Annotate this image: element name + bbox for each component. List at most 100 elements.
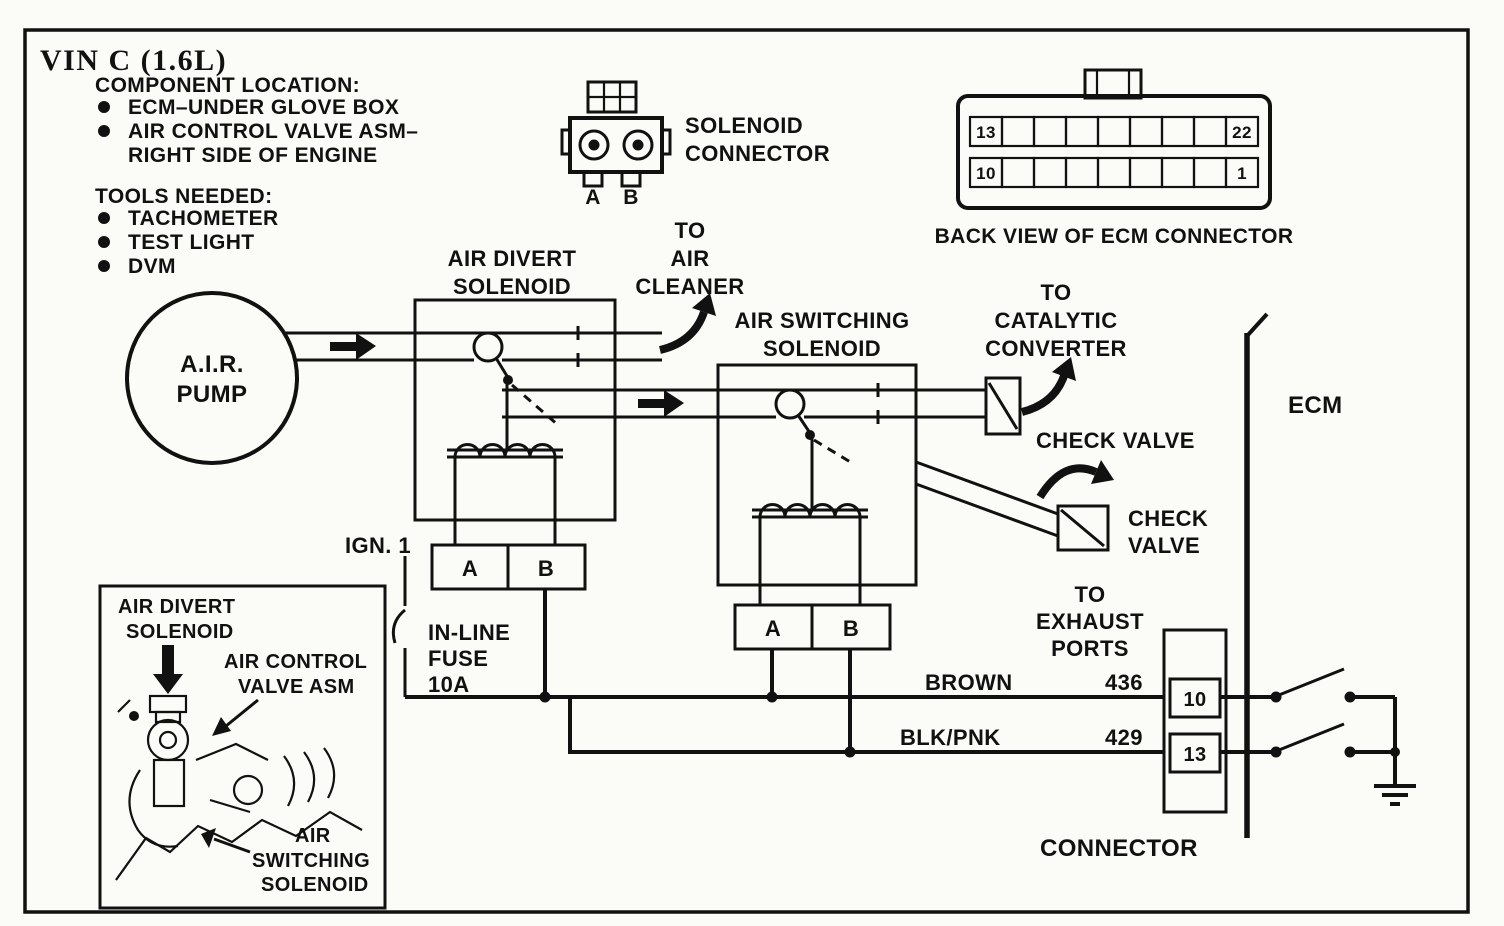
page-border xyxy=(23,28,1470,914)
ecm-connector-back-view: 13 22 10 1 BACK VIEW OF ECM CONNECTOR xyxy=(935,68,1294,248)
inset-switching-label-3: SOLENOID xyxy=(261,874,369,896)
engine-sketch xyxy=(115,694,363,881)
junction-dot xyxy=(844,746,856,758)
fuse-label-2: FUSE xyxy=(428,646,488,671)
connector-shell xyxy=(1162,628,1228,814)
exhaust-label-3: PORTS xyxy=(1051,636,1129,661)
air-switching-solenoid: AIR SWITCHING SOLENOID A B xyxy=(716,308,918,651)
inset-control-label-1: AIR CONTROL xyxy=(224,651,367,673)
divert-box xyxy=(413,298,617,522)
air-cleaner-arrowhead-icon xyxy=(692,293,716,316)
terminal-b-icon xyxy=(622,129,654,161)
solenoid-pin-b-label: B xyxy=(623,186,639,209)
fuse-label-3: 10A xyxy=(428,672,470,697)
divert-valve-pivot xyxy=(472,331,504,363)
wire-blkpnk-429 xyxy=(568,697,1170,754)
catalytic-converter-branch: TO CATALYTIC CONVERTER CHECK VALVE xyxy=(984,280,1195,453)
ecm-pin-10-top: 10 xyxy=(976,164,996,183)
air-cleaner-label-2: AIR xyxy=(670,246,709,271)
wire-blkpnk-circuit: 429 xyxy=(1105,725,1143,750)
ign-switch-symbol xyxy=(391,608,406,644)
check-valve-2-arrow xyxy=(1036,464,1098,500)
divert-title-1: AIR DIVERT xyxy=(448,246,577,271)
driver-switch-2 xyxy=(1278,722,1345,752)
air-cleaner-arrow xyxy=(658,310,708,354)
switching-valve-flap-dashed xyxy=(813,438,853,465)
divert-terminal-a-label: A xyxy=(462,556,478,581)
ground-symbol-icon xyxy=(1374,784,1416,806)
ecm-pin-13-top: 13 xyxy=(976,123,996,142)
divert-title-2: SOLENOID xyxy=(453,274,571,299)
air-cleaner-label-3: CLEANER xyxy=(635,274,744,299)
inset-switching-label-2: SWITCHING xyxy=(252,850,370,872)
air-pump-label-1: A.I.R. xyxy=(180,351,244,378)
tool-item-1: TACHOMETER xyxy=(128,207,279,230)
solenoid-connector-label-1: SOLENOID xyxy=(685,113,803,138)
bullet-icon xyxy=(98,236,110,248)
solenoid-connector-icon: A B SOLENOID CONNECTOR xyxy=(560,80,830,209)
switching-coil-windings xyxy=(758,503,862,518)
component-location-inset: AIR DIVERT SOLENOID AIR CONTROL VALVE AS… xyxy=(98,584,387,910)
inset-divert-label-1: AIR DIVERT xyxy=(118,596,235,618)
catalytic-label-2: CATALYTIC xyxy=(995,308,1118,333)
divert-valve-flap-dashed xyxy=(511,383,559,427)
catalytic-label-1: TO xyxy=(1041,280,1072,305)
inset-control-label-2: VALVE ASM xyxy=(238,676,355,698)
switching-title-2: SOLENOID xyxy=(763,336,881,361)
switching-title-1: AIR SWITCHING xyxy=(734,308,909,333)
ecm-harness-connector: 10 13 CONNECTOR xyxy=(1040,628,1228,862)
inset-divert-label-2: SOLENOID xyxy=(126,621,234,643)
air-divert-solenoid: AIR DIVERT SOLENOID A B xyxy=(413,246,617,591)
ignition-feed: IGN. 1 IN-LINE FUSE 10A xyxy=(345,533,510,697)
check-valve-2-arrowhead-icon xyxy=(1091,460,1114,484)
ecm-connector-tab xyxy=(1083,68,1143,100)
header-notes: VIN C (1.6L) COMPONENT LOCATION: ECM–UND… xyxy=(40,44,418,278)
component-location-heading: COMPONENT LOCATION: xyxy=(95,74,360,97)
inset-switching-label-1: AIR xyxy=(295,825,331,847)
air-pump-circle xyxy=(125,291,299,465)
connector-label: CONNECTOR xyxy=(1040,835,1198,862)
ecm-pin-1: 1 xyxy=(1237,164,1247,183)
catalytic-arrow xyxy=(1020,374,1068,416)
ecm-label: ECM xyxy=(1288,392,1343,419)
flow-arrow-icon xyxy=(638,390,684,417)
junction-dot xyxy=(539,691,551,703)
exhaust-label-2: EXHAUST xyxy=(1036,609,1144,634)
solenoid-pin-a-label: A xyxy=(585,186,601,209)
switching-terminal-b-label: B xyxy=(843,616,859,641)
location-item-2a: AIR CONTROL VALVE ASM– xyxy=(128,120,418,143)
connector-pin-13-cell xyxy=(1168,732,1222,774)
connector-pin-10-label: 10 xyxy=(1183,689,1206,711)
tool-item-3: DVM xyxy=(128,255,176,278)
bullet-icon xyxy=(98,212,110,224)
connector-pin-13-label: 13 xyxy=(1183,744,1206,766)
wire-blkpnk-label: BLK/PNK xyxy=(900,725,1001,750)
harness-wiring: BROWN 436 BLK/PNK 429 xyxy=(405,589,1170,758)
switching-valve-pivot xyxy=(774,388,806,420)
check-valve-1-label: CHECK VALVE xyxy=(1036,428,1195,453)
location-item-1: ECM–UNDER GLOVE BOX xyxy=(128,96,399,119)
air-pump: A.I.R. PUMP xyxy=(125,291,299,465)
ecm-connector-caption: BACK VIEW OF ECM CONNECTOR xyxy=(935,225,1294,248)
ecm-pin-grid xyxy=(968,115,1260,189)
bullet-icon xyxy=(98,125,110,137)
divert-coil-windings xyxy=(453,443,557,458)
ecm-driver-switches xyxy=(1220,667,1416,806)
ign-label: IGN. 1 xyxy=(345,533,411,558)
inset-pointer-arrowhead-icon xyxy=(212,717,231,736)
check-valve-2-label-1: CHECK xyxy=(1128,506,1208,531)
tools-heading: TOOLS NEEDED: xyxy=(95,185,273,208)
air-pipes xyxy=(284,326,1059,538)
catalytic-arrowhead-icon xyxy=(1052,357,1076,381)
location-item-2b: RIGHT SIDE OF ENGINE xyxy=(128,144,378,167)
ecm-connector-shell xyxy=(956,94,1272,210)
divert-terminal-b-label: B xyxy=(538,556,554,581)
ecm-module: ECM xyxy=(1244,312,1343,838)
ecm-boundary-tick xyxy=(1245,312,1269,338)
switching-to-exhaust-pipe xyxy=(915,460,1059,538)
check-valve-2-label-2: VALVE xyxy=(1128,533,1200,558)
page-title: VIN C (1.6L) xyxy=(40,44,227,77)
tool-item-2: TEST LIGHT xyxy=(128,231,255,254)
